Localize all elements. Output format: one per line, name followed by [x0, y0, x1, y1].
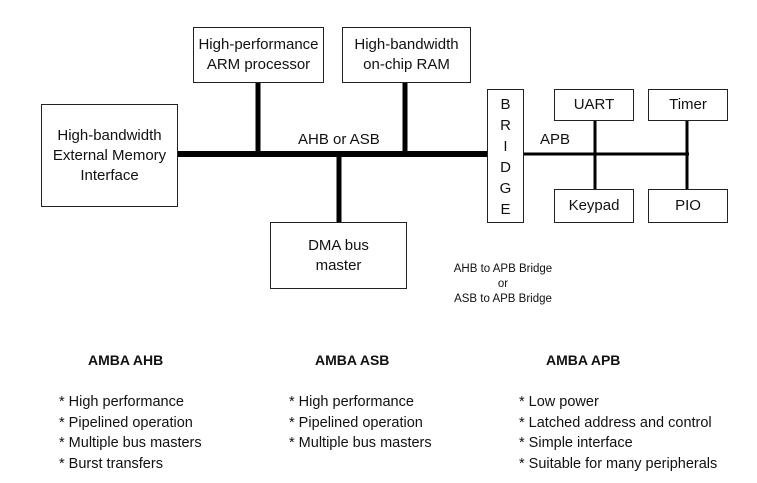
asb-feature-list: * High performance * Pipelined operation…: [289, 392, 432, 454]
onchip-ram-line-2: on-chip RAM: [363, 56, 450, 73]
feature-item: * Latched address and control: [519, 414, 712, 431]
external-memory-block: High-bandwidth External Memory Interface: [41, 104, 178, 207]
main-bus-label: AHB or ASB: [298, 131, 380, 148]
arm-processor-block: High-performance ARM processor: [193, 27, 324, 83]
pio-block: PIO: [648, 189, 728, 223]
feature-item: * Pipelined operation: [289, 414, 423, 431]
onchip-ram-line-1: High-bandwidth: [354, 36, 459, 53]
apb-column-title: AMBA APB: [546, 352, 621, 368]
dma-master-line-2: master: [315, 256, 362, 274]
external-memory-line-2: External Memory: [52, 146, 167, 164]
bridge-note-line-1: AHB to APB Bridge: [453, 263, 553, 275]
feature-item: * Multiple bus masters: [59, 435, 202, 451]
peripheral-bus-label: APB: [540, 131, 571, 148]
feature-item: * Multiple bus masters: [289, 435, 432, 451]
feature-item: * High performance: [289, 394, 414, 410]
bridge-letter: E: [500, 201, 511, 218]
external-memory-line-3: Interface: [80, 166, 139, 184]
feature-item: * Simple interface: [519, 435, 633, 451]
bridge-note: AHB to APB Bridge or ASB to APB Bridge: [448, 262, 558, 307]
bridge-letter: B: [500, 96, 511, 113]
onchip-ram-block: High-bandwidth on-chip RAM: [342, 27, 471, 83]
ahb-column-title: AMBA AHB: [88, 352, 164, 368]
arm-processor-line-2: ARM processor: [206, 56, 311, 73]
bridge-letter: D: [500, 159, 511, 176]
timer-block: Timer: [648, 89, 728, 121]
pio-label: PIO: [675, 197, 701, 214]
feature-item: * Pipelined operation: [59, 414, 193, 431]
asb-column-title: AMBA ASB: [315, 352, 390, 368]
bridge-letter: G: [499, 180, 512, 197]
feature-item: * High performance: [59, 394, 184, 410]
external-memory-line-1: High-bandwidth: [57, 126, 162, 144]
dma-master-block: DMA bus master: [270, 222, 407, 289]
bridge-block: B R I D G E: [487, 89, 524, 223]
feature-item: * Suitable for many peripherals: [519, 455, 718, 472]
keypad-block: Keypad: [554, 189, 634, 223]
arm-processor-line-1: High-performance: [198, 36, 319, 53]
bridge-note-line-3: ASB to APB Bridge: [454, 293, 552, 305]
bridge-letter: I: [503, 138, 508, 155]
bridge-letter: R: [500, 117, 511, 134]
feature-item: * Burst transfers: [59, 455, 163, 472]
uart-block: UART: [554, 89, 634, 121]
apb-feature-list: * Low power * Latched address and contro…: [519, 392, 717, 474]
uart-label: UART: [573, 96, 615, 113]
timer-label: Timer: [669, 96, 707, 113]
dma-master-line-1: DMA bus: [308, 236, 369, 254]
ahb-feature-list: * High performance * Pipelined operation…: [59, 392, 202, 474]
feature-item: * Low power: [519, 394, 599, 410]
bridge-note-line-2: or: [497, 278, 509, 290]
keypad-label: Keypad: [568, 197, 620, 214]
